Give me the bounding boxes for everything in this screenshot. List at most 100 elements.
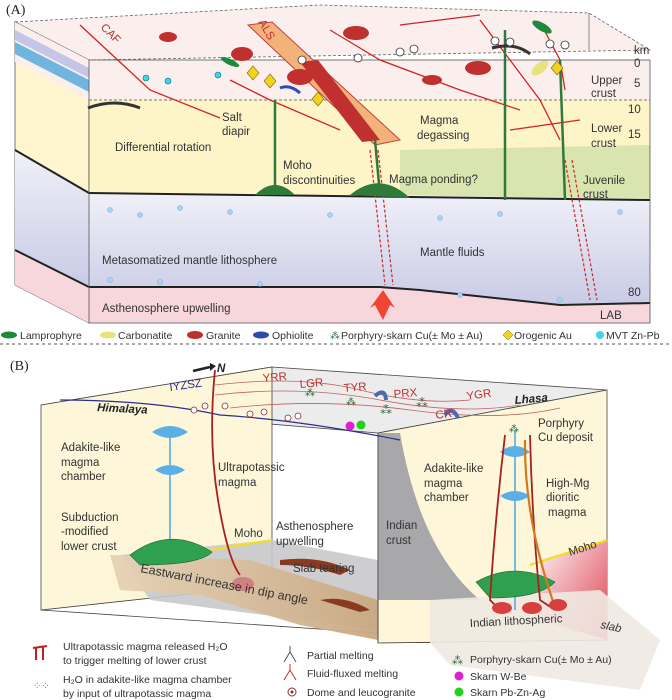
magma-degassing-label-2: degassing [417,130,469,142]
legend-carbonatite: Carbonatite [118,330,172,342]
moho-left-label: Moho [234,528,263,540]
left-face-mantle [15,150,89,287]
adakite-left-label-3: chamber [61,471,106,483]
moho-line-right [529,539,608,566]
lower-crust-melt-zone [129,538,213,566]
orogenic-au-icon [502,329,514,341]
porphyry-cu-label-2: Cu deposit [538,432,594,444]
legend-h2o-adakite-2: by input of ultrapotassic magma [63,688,211,700]
legend-porphyry-skarn-b: Porphyry-skarn Cu(± Mo ± Au) [470,654,612,666]
magma-degassing-label-1: Magma [420,115,459,127]
legend-skarn-pb-zn-ag: Skarn Pb-Zn-Ag [470,687,545,699]
subduction-modified-label-3: lower crust [61,541,117,553]
juvenile-crust-zone [400,145,650,200]
mvt-zn-pb-markers [142,71,222,85]
slab-label: slab [599,619,623,635]
moho-discontinuities-label-1: Moho [283,160,312,172]
depth-tick-10: 10 [628,104,641,116]
legend-b: Ultrapotassic magma released H₂O to trig… [32,641,612,700]
ophiolite-arc-icon [443,408,460,419]
legend-h2o-adakite-1: H₂O in adakite-like magma chamber [63,674,232,686]
left-face-asthenosphere [15,250,89,323]
granite-body [159,32,177,42]
ultrapotassic-h2o-icon [32,645,48,660]
legend-granite: Granite [206,330,241,342]
porphyry-cu-deposit-icon: ⁂ [509,424,519,435]
strike-slip-symbols [297,36,570,65]
indian-slab-label: Indian lithospheric [470,613,563,630]
slab-tear-icon [280,558,350,575]
lab-line-side [14,249,90,288]
lamprophyre-body [220,56,240,68]
suture-lines [59,380,561,441]
svg-text:⁂: ⁂ [305,388,315,399]
juvenile-crust-label-2: crust [583,189,609,201]
high-mg-label-2: dioritic [546,492,579,504]
depth-scale: km 0 5 10 15 80 [628,45,649,299]
panel-b-label: (B) [10,359,29,374]
upper-crust-label-2: crust [591,88,617,100]
adakite-chamber-lower-right [500,491,530,501]
adakite-chamber-upper-right [500,446,530,457]
ultrapotassic-conduit-right [489,434,506,611]
lower-crust-label-2: crust [591,138,617,150]
indian-slab-west [110,555,378,640]
north-arrow-icon [192,365,211,373]
subduction-modified-label-1: Subduction [61,512,119,524]
mantle-fluid-channels [369,149,598,301]
fluid-bubbles [107,205,623,303]
porphyry-skarn-icon-b: ⁂ [452,655,463,667]
ultrapotassic-conduit-right [529,434,556,611]
tyr-label: TYR [343,381,367,395]
sediment-layer-purple [15,30,89,78]
skarn-pb-zn-ag-icon [454,687,464,697]
skarn-pb-zn-ag-marker [356,420,366,430]
fault-lines [79,14,581,141]
high-mg-dioritic-conduit [523,439,558,611]
lamprophyre-body [532,20,552,34]
skarn-w-be-marker [345,421,355,431]
adakite-chamber-lower [155,465,185,475]
legend-ophiolite: Ophiolite [272,330,314,342]
orogenic-au-markers [246,60,564,107]
magma-pond [350,183,410,198]
magma-pond [255,185,295,195]
adakite-left-label-2: magma [61,457,100,469]
upper-crust-front [89,60,650,100]
asthenosphere-front [89,287,650,323]
porphyry-deposit-markers: ⁂ ⁂ ⁂ ⁂ [305,388,428,417]
adakite-right-label-3: chamber [424,492,469,504]
legend-porphyry-skarn: Porphyry-skarn Cu(± Mo ± Au) [341,330,483,342]
rotation-arrow-icon [87,101,141,110]
adakite-right-label-2: magma [424,478,463,490]
sediment-layer-blue [15,42,89,92]
mantle-fluids-label: Mantle fluids [420,247,485,259]
lab-label: LAB [600,310,622,322]
lgr-label: LGR [299,377,324,391]
ophiolite-icon [253,331,269,339]
panel-a: (A) [1,3,660,342]
granite-body [343,26,369,40]
lhasa-label: Lhasa [514,392,549,407]
partial-melting-icon [283,646,297,663]
metasomatized-mantle-label: Metasomatized mantle lithosphere [102,255,277,267]
carbonatite-icon [100,331,116,339]
indian-crust-zone [378,433,480,600]
ygr-label: YGR [466,388,492,403]
magma-ponding-label: Magma ponding? [389,174,478,186]
slab-tearing-label: Slab tearing [293,563,354,575]
indian-lithospheric-slab [430,590,660,690]
porphyry-cu-label-1: Porphyry [538,418,584,430]
panel-b: (B) ⁂ ⁂ ⁂ ⁂ [10,359,660,700]
adakite-left-label-1: Adakite-like [61,442,120,454]
slab-tear-icon [320,598,370,612]
north-arrow-head-icon [210,363,216,371]
yrr-label: YRR [262,371,287,385]
moho-discontinuities-label-2: discontinuities [283,175,355,187]
asthenosphere-label-1: Asthenosphere [276,521,353,533]
juvenile-crust-label-1: Juvenile [583,175,625,187]
indian-crust-label-1: Indian [386,520,417,532]
ultrapotassic-source [232,577,254,591]
legend-partial-melting: Partial melting [307,650,374,662]
